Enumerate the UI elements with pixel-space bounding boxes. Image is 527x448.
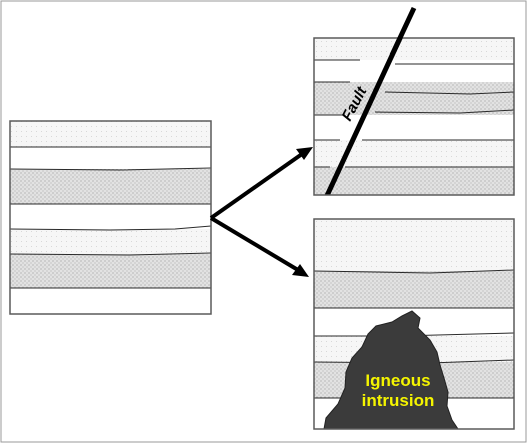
panel-intruded-border: [313, 218, 515, 430]
arrow-to-fault: [209, 152, 304, 220]
fault-line-upper: [389, 6, 417, 57]
intrusion-label-line1: Igneous: [365, 371, 430, 390]
layer-top: [314, 38, 514, 60]
panel-faulted-border: [313, 37, 515, 196]
layer-top: [10, 121, 211, 147]
igneous-intrusion-body: [323, 310, 459, 429]
layer-stippled-1: [10, 169, 211, 204]
arrow-to-intrusion: [209, 216, 300, 272]
intrusion-label-line2: intrusion: [362, 391, 435, 410]
panel-original-strata: [10, 121, 211, 314]
arrow-head-up-icon: [296, 147, 313, 160]
layer-white-2: [10, 204, 211, 229]
layer-stippled-1: [314, 82, 514, 115]
bedding-lines: [10, 146, 211, 289]
bedding-lines: [314, 59, 514, 168]
layer-white-1: [10, 147, 211, 169]
layer-stippled-2: [314, 167, 514, 195]
arrow-head-down-icon: [292, 264, 309, 277]
arrows: [209, 147, 313, 277]
layer-white-3: [10, 288, 211, 314]
panel-faulted-strata: [314, 38, 514, 195]
panel-intruded-strata: [314, 219, 514, 429]
layer-white-2: [314, 115, 514, 140]
layer-top: [314, 219, 514, 271]
layer-white-1: [314, 60, 514, 82]
layer-stippled-2: [10, 254, 211, 288]
layer-stippled-1: [314, 271, 514, 308]
layer-light-1: [10, 229, 211, 254]
